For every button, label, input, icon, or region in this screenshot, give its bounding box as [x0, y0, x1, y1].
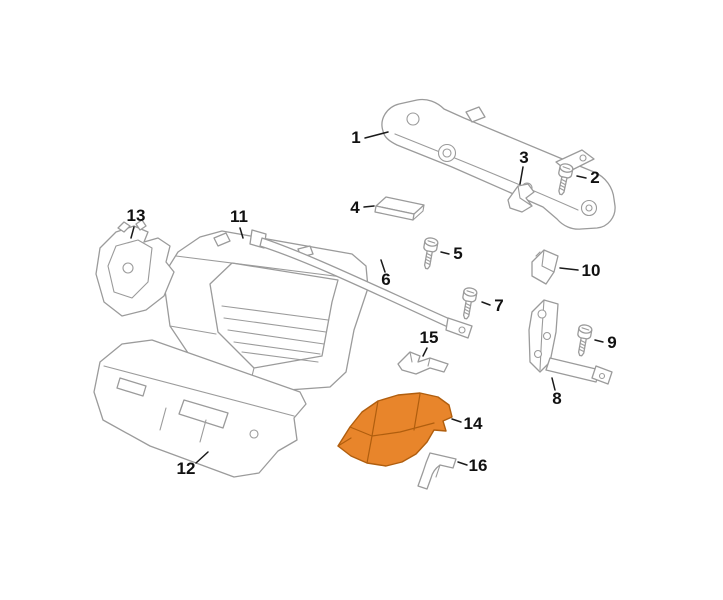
- part-1-hole-b-inner: [442, 148, 452, 158]
- part-label-2[interactable]: 2: [590, 168, 599, 187]
- part-1-hole-d-inner: [585, 204, 593, 212]
- part-1-tab-top: [465, 106, 486, 123]
- part-16-drawing: [417, 452, 457, 490]
- part-10-contour: [535, 249, 555, 273]
- leader-line-1: [364, 131, 389, 139]
- part-label-6[interactable]: 6: [381, 270, 390, 289]
- part-label-8[interactable]: 8: [552, 389, 561, 408]
- leader-line-9: [594, 339, 604, 343]
- part-8: [528, 299, 613, 385]
- leader-line-4: [363, 205, 375, 208]
- part-label-7[interactable]: 7: [494, 296, 503, 315]
- part-12-cutout: [178, 399, 229, 429]
- leader-line-2: [576, 175, 587, 179]
- leader-line-15: [422, 347, 428, 357]
- part-1-tab-hole: [579, 154, 587, 162]
- part-7-bolt-icon: [458, 286, 479, 321]
- part-6-foot: [445, 317, 473, 339]
- part-15: [397, 351, 449, 375]
- part-16: [417, 452, 457, 490]
- leader-line-16: [457, 461, 468, 466]
- part-label-1[interactable]: 1: [351, 128, 360, 147]
- part-15-contour: [409, 351, 431, 367]
- part-6: [249, 229, 473, 339]
- part-13-tab-a: [117, 221, 131, 233]
- part-1: [381, 98, 616, 230]
- part-1-drawing: [381, 98, 616, 230]
- part-13: [95, 219, 175, 317]
- part-10: [531, 249, 559, 285]
- part-15-drawing: [397, 351, 449, 375]
- part-4: [374, 196, 425, 221]
- part-12: [93, 339, 307, 478]
- part-13-hole: [122, 262, 134, 274]
- part-label-5[interactable]: 5: [453, 244, 462, 263]
- leader-line-10: [559, 267, 579, 271]
- part-3: [507, 183, 535, 213]
- part-label-14[interactable]: 14: [464, 414, 483, 433]
- part-11-tab-left: [213, 232, 231, 247]
- part-label-13[interactable]: 13: [127, 206, 146, 225]
- part-13-drawing: [95, 225, 175, 317]
- part-12-edge: [103, 365, 295, 417]
- part-1-flange: [394, 133, 579, 211]
- part-1-hole-a: [406, 112, 420, 126]
- part-16-contour: [435, 464, 441, 478]
- part-6-foot-hole: [458, 326, 466, 334]
- part-label-11[interactable]: 11: [230, 207, 248, 226]
- part-label-4[interactable]: 4: [350, 198, 360, 217]
- part-8-hole-a: [537, 309, 547, 319]
- leader-line-13: [130, 226, 135, 239]
- leader-line-3: [519, 166, 524, 185]
- part-8-hole-c: [533, 349, 543, 359]
- leader-line-8: [551, 377, 556, 391]
- part-8-arm: [545, 357, 601, 383]
- part-12-slot: [116, 377, 147, 397]
- leader-line-11: [239, 227, 244, 239]
- part-label-10[interactable]: 10: [582, 261, 601, 280]
- part-12-hole: [249, 429, 259, 439]
- part-13-tab-b: [135, 219, 147, 231]
- part-label-16[interactable]: 16: [469, 456, 488, 475]
- part-label-9[interactable]: 9: [607, 333, 616, 352]
- part-14-folds: [337, 393, 435, 464]
- part-14[interactable]: [337, 392, 453, 467]
- part-5-bolt-icon: [419, 236, 440, 271]
- leader-line-5: [440, 251, 450, 255]
- leader-line-7: [481, 301, 491, 306]
- part-8-hole-b: [542, 331, 552, 341]
- part-11: [162, 230, 369, 394]
- part-13-contour: [107, 239, 153, 299]
- part-3-drawing: [507, 183, 535, 213]
- part-12-ribs: [159, 407, 207, 443]
- leader-line-12: [195, 451, 209, 464]
- part-11-louvers: [221, 305, 329, 363]
- leader-line-14: [451, 418, 462, 423]
- part-label-3[interactable]: 3: [519, 148, 528, 167]
- part-3-contour: [517, 185, 533, 207]
- part-8-arm-hole: [598, 372, 606, 380]
- part-label-12[interactable]: 12: [177, 459, 196, 478]
- part-4-edge: [412, 204, 425, 221]
- part-label-15[interactable]: 15: [420, 328, 439, 347]
- part-9-bolt-icon: [573, 323, 594, 358]
- leader-line-6: [380, 259, 386, 273]
